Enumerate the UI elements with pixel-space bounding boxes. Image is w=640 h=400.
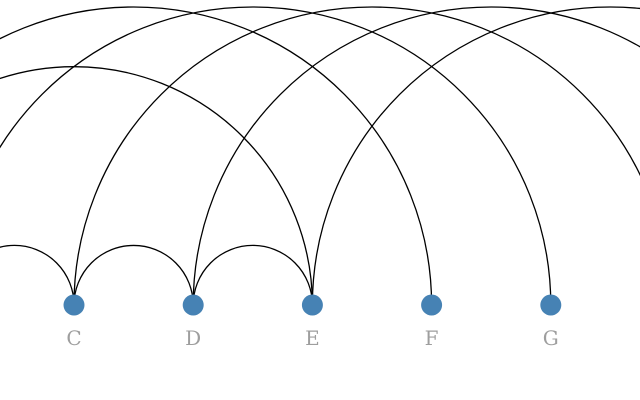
node-D bbox=[182, 294, 204, 316]
arc-C-D bbox=[73, 244, 194, 306]
label-layer: C D E F G bbox=[66, 326, 558, 350]
node-G bbox=[540, 294, 562, 316]
arc-A-E bbox=[0, 66, 314, 306]
arc-B-G bbox=[0, 6, 552, 306]
node-E bbox=[301, 294, 323, 316]
node-label-E: E bbox=[305, 326, 320, 350]
arc-A-F bbox=[0, 6, 433, 306]
node-C bbox=[63, 294, 85, 316]
node-label-D: D bbox=[185, 326, 201, 350]
arc-C-H bbox=[73, 6, 640, 306]
arc-D-E bbox=[192, 244, 314, 306]
node-label-G: G bbox=[543, 326, 559, 350]
node-F bbox=[421, 294, 443, 316]
arc-E-J bbox=[311, 6, 640, 306]
arc-B-C bbox=[0, 244, 75, 306]
node-layer bbox=[63, 294, 562, 316]
node-label-C: C bbox=[66, 326, 81, 350]
arc-layer bbox=[0, 6, 640, 306]
arc-D-I bbox=[192, 6, 640, 306]
node-label-F: F bbox=[425, 326, 439, 350]
